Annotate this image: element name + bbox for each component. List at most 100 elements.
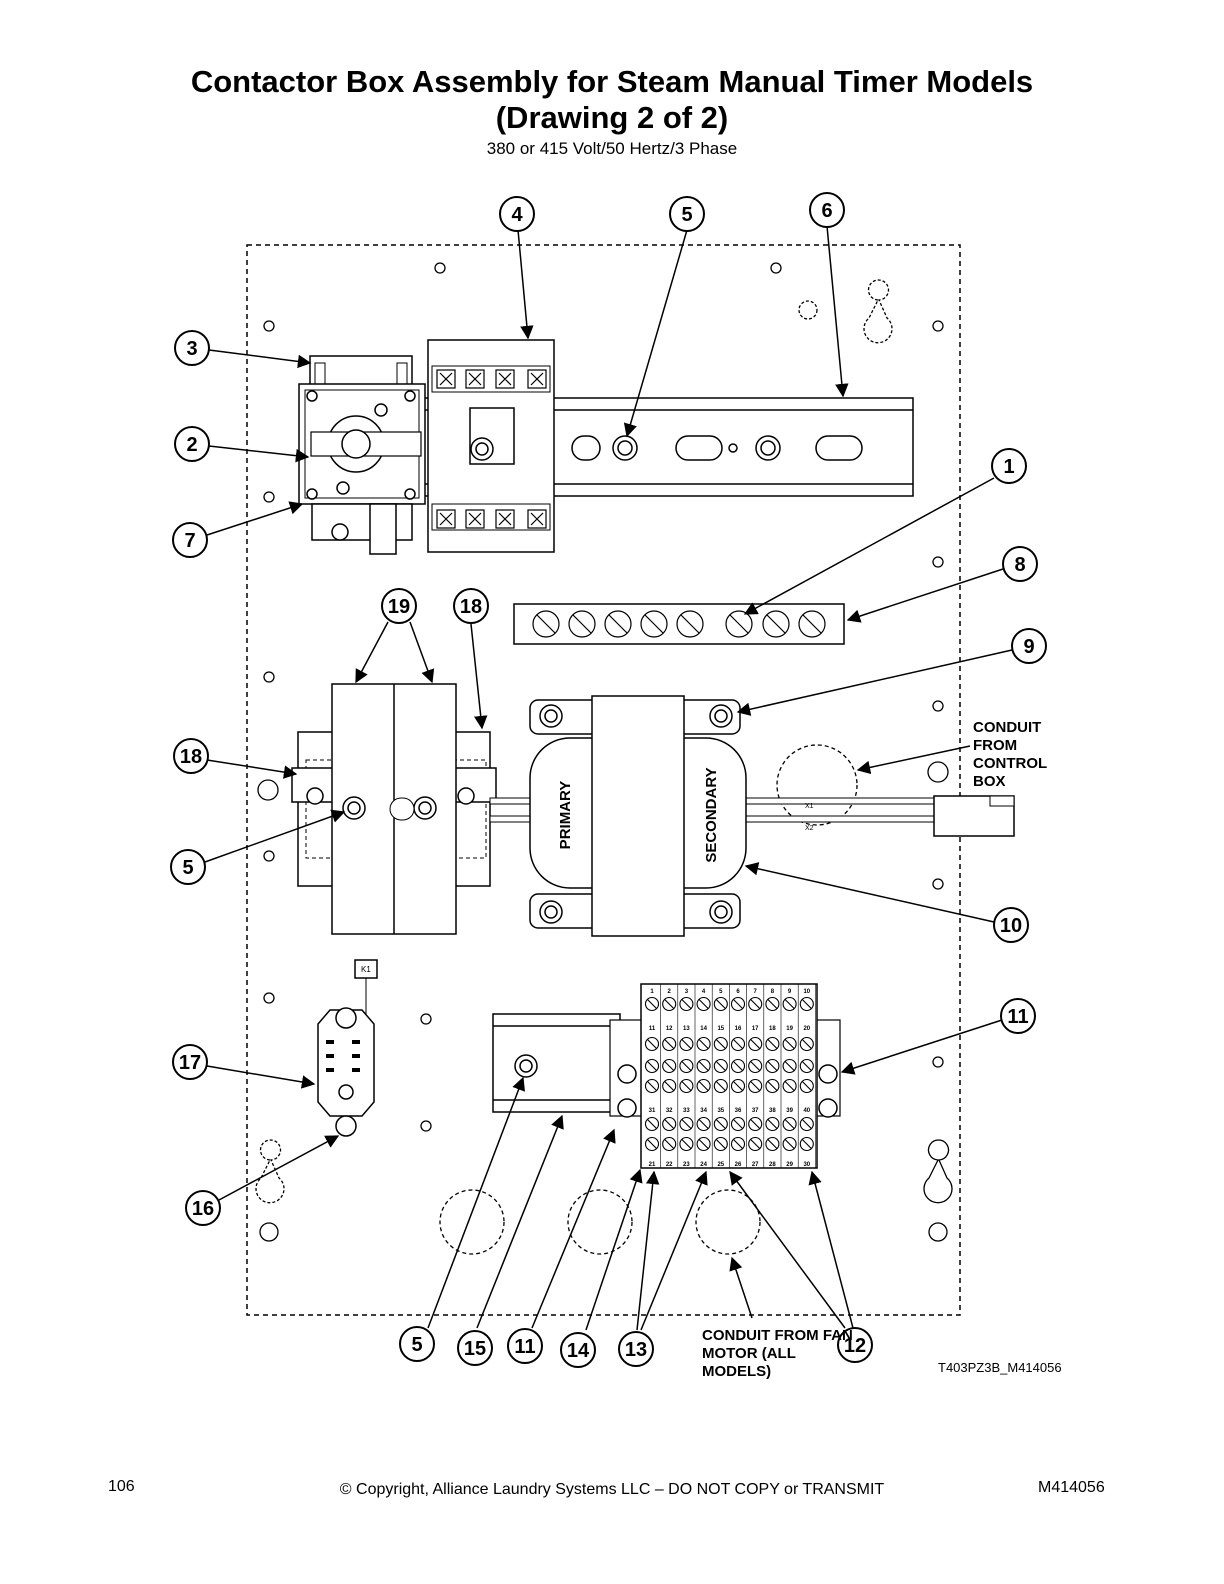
- terminal-number: 32: [666, 1108, 673, 1114]
- callout-bubble: 12: [837, 1327, 873, 1363]
- terminal-number: 37: [752, 1108, 759, 1114]
- conduit-from-control-box-note: CONDUIT FROM CONTROL BOX: [973, 719, 1047, 790]
- callout-bubble: 15: [457, 1330, 493, 1366]
- page-title: Contactor Box Assembly for Steam Manual …: [190, 64, 1034, 99]
- terminal-number: 15: [717, 1026, 724, 1032]
- callout-bubble: 11: [507, 1328, 543, 1364]
- terminal-number: 19: [786, 1026, 793, 1032]
- callout-number: 18: [460, 596, 482, 618]
- copyright-notice: © Copyright, Alliance Laundry Systems LL…: [339, 1481, 885, 1498]
- terminal-number: 30: [803, 1162, 810, 1168]
- drawing-reference: T403PZ3B_M414056: [938, 1360, 1062, 1375]
- callout-bubble: 8: [1002, 546, 1038, 582]
- callout-number: 8: [1014, 554, 1025, 576]
- callout-number: 13: [625, 1339, 647, 1361]
- callout-number: 16: [192, 1198, 214, 1220]
- fuse-holder-assembly: [291, 683, 497, 935]
- callout-number: 11: [514, 1336, 535, 1358]
- terminal-number: 22: [666, 1162, 673, 1168]
- terminal-number: 35: [717, 1108, 724, 1114]
- callout-number: 2: [186, 434, 197, 456]
- terminal-number: 16: [735, 1026, 742, 1032]
- terminal-number: 14: [700, 1026, 707, 1032]
- callout-number: 12: [844, 1335, 866, 1357]
- contactor: [427, 339, 555, 553]
- callout-bubble: 2: [174, 426, 210, 462]
- callout-number: 14: [567, 1340, 590, 1362]
- terminal-number: 26: [735, 1162, 742, 1168]
- terminal-number: 7: [754, 989, 758, 995]
- callout-number: 5: [411, 1334, 422, 1356]
- terminal-number: 40: [803, 1108, 810, 1114]
- callout-number: 7: [184, 530, 195, 552]
- callout-number: 3: [186, 338, 197, 360]
- secondary-label: SECONDARY: [703, 767, 720, 862]
- callout-number: 17: [179, 1052, 201, 1074]
- callout-bubble: 18: [173, 738, 209, 774]
- callout-bubble: 18: [453, 588, 489, 624]
- callout-bubble: 19: [381, 588, 417, 624]
- terminal-number: 2: [668, 989, 672, 995]
- conduit-knockouts: [439, 744, 858, 1255]
- callout-number: 9: [1023, 636, 1034, 658]
- callout-bubble: 16: [185, 1190, 221, 1226]
- terminal-number: 1: [650, 989, 654, 995]
- terminal-number: 23: [683, 1162, 690, 1168]
- terminal-number: 34: [700, 1108, 707, 1114]
- wire-x2-label: X2: [805, 825, 814, 832]
- terminal-number: 27: [752, 1162, 759, 1168]
- terminal-number: 31: [649, 1108, 656, 1114]
- callout-bubble: 7: [172, 522, 208, 558]
- callout-number: 5: [182, 857, 193, 879]
- relay-tag: K1: [361, 965, 371, 974]
- terminal-number: 13: [683, 1026, 690, 1032]
- callout-bubble: 1: [991, 448, 1027, 484]
- callout-number: 15: [464, 1338, 486, 1360]
- terminal-number: 29: [786, 1162, 793, 1168]
- callout-number: 18: [180, 746, 202, 768]
- relay: [317, 959, 378, 1137]
- callout-bubble: 17: [172, 1044, 208, 1080]
- callout-bubble: 6: [809, 192, 845, 228]
- callout-number: 5: [681, 204, 692, 226]
- terminal-number: 36: [735, 1108, 742, 1114]
- callout-number: 19: [388, 596, 410, 618]
- terminal-number: 5: [719, 989, 723, 995]
- transformer: [489, 695, 1015, 937]
- callout-number: 11: [1007, 1006, 1028, 1028]
- callout-bubble: 4: [499, 196, 535, 232]
- callout-bubble: 14: [560, 1332, 596, 1368]
- page-subtitle: 380 or 415 Volt/50 Hertz/3 Phase: [486, 139, 738, 158]
- callout-number: 6: [821, 200, 832, 222]
- callout-bubble: 5: [399, 1326, 435, 1362]
- disconnect-switch: [298, 355, 426, 555]
- leader-lines: [204, 225, 1013, 1331]
- terminal-number: 4: [702, 989, 706, 995]
- callout-number: 10: [1000, 915, 1022, 937]
- primary-label: PRIMARY: [557, 781, 574, 850]
- terminal-number: 24: [700, 1162, 707, 1168]
- terminal-number: 39: [786, 1108, 793, 1114]
- page-number: 106: [108, 1478, 135, 1495]
- terminal-number: 28: [769, 1162, 776, 1168]
- callout-bubble: 3: [174, 330, 210, 366]
- terminal-number: 18: [769, 1026, 776, 1032]
- terminal-block: 1113121212322231333234143424515352561636…: [640, 983, 818, 1169]
- terminal-number: 17: [752, 1026, 759, 1032]
- ground-terminal-strip: [513, 603, 845, 645]
- page-title-drawing-number: (Drawing 2 of 2): [495, 100, 729, 135]
- callout-number: 4: [511, 204, 523, 226]
- callout-bubble: 5: [669, 196, 705, 232]
- callout-bubble: 9: [1011, 628, 1047, 664]
- terminal-number: 8: [771, 989, 775, 995]
- conduit-from-fan-motor-note: CONDUIT FROM FAN MOTOR (ALL MODELS): [702, 1327, 853, 1380]
- callout-number: 1: [1003, 456, 1014, 478]
- terminal-number: 38: [769, 1108, 776, 1114]
- terminal-number: 3: [685, 989, 689, 995]
- callout-bubble: 10: [993, 907, 1029, 943]
- terminal-number: 9: [788, 989, 792, 995]
- document-number: M414056: [1038, 1479, 1105, 1496]
- mounting-holes: [255, 262, 953, 1242]
